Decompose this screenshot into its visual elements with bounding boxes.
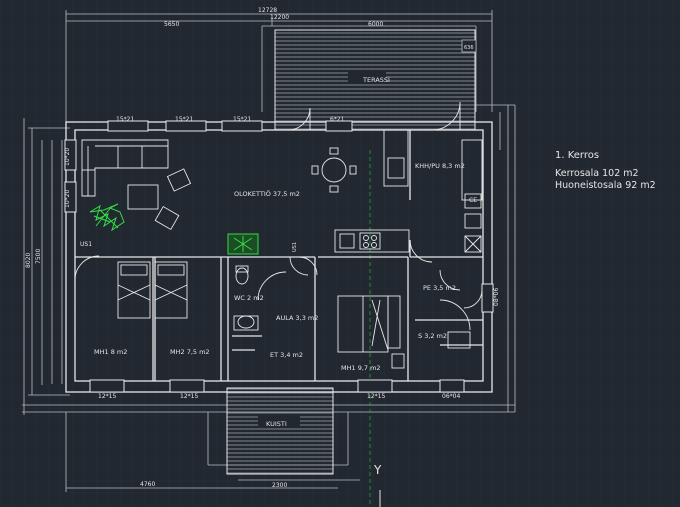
floor-area: Kerrosala 102 m2 (555, 168, 639, 179)
dim-bot-2: 2300 (272, 482, 287, 489)
room-olohuone: OLOKETTIÖ 37,5 m2 (234, 189, 300, 198)
dim-top-1: 12728 (258, 7, 277, 14)
dim-left-1: 8020 (25, 253, 32, 268)
dim-top-4: 6000 (368, 21, 383, 28)
dimension-labels: 12728 12200 5650 6000 636 8020 7500 4760… (25, 7, 474, 489)
dim-top-3: 5650 (164, 21, 179, 28)
terrace (261, 25, 477, 131)
walls (65, 121, 493, 393)
green-markup (89, 203, 259, 255)
living-area: Huoneistosala 92 m2 (555, 180, 656, 191)
room-mh1: MH1 8 m2 (94, 348, 127, 356)
room-aula: AULA 3,3 m2 (276, 314, 318, 322)
furniture (81, 129, 483, 369)
window-label-b1: 12*15 (98, 393, 116, 400)
window-label-b4: 06*04 (442, 393, 460, 400)
room-et: ET 3,4 m2 (270, 351, 303, 359)
room-mh2: MH2 7,5 m2 (170, 348, 210, 356)
dim-bot-1: 4760 (140, 481, 155, 488)
room-pe: PE 3,5 m2 (423, 284, 456, 292)
window-label-b2: 12*15 (180, 393, 198, 400)
window-label-6: 10*20 (64, 190, 71, 208)
window-label-5: 10*20 (64, 148, 71, 166)
ce-label: CE (469, 197, 477, 204)
window-label-4: 6*21 (330, 116, 345, 123)
dim-corner: 636 (464, 45, 474, 51)
window-label-3: 15*21 (233, 116, 251, 123)
room-labels: TERASSI OLOKETTIÖ 37,5 m2 KHH/PU 8,3 m2 … (94, 76, 465, 428)
window-label-b3: 12*15 (367, 393, 385, 400)
room-kuisti: KUISTI (266, 420, 287, 428)
dim-top-2: 12200 (270, 14, 289, 21)
floor-info-panel: 1. Kerros Kerrosala 102 m2 Huoneistosala… (555, 150, 656, 192)
room-s: S 3,2 m2 (418, 332, 447, 340)
window-label-1: 15*21 (116, 116, 134, 123)
room-mh3: MH1 9,7 m2 (341, 364, 381, 372)
us1-label: US1 (80, 241, 92, 248)
dimension-lines (22, 10, 516, 492)
us2-label: US1 (292, 242, 298, 252)
room-terassi: TERASSI (362, 76, 390, 84)
wall-labels: US1 US1 CE (80, 197, 477, 252)
axis-y-label: Y (373, 463, 382, 477)
window-label-r1: 08*06 (493, 288, 500, 306)
dim-left-2: 7500 (35, 249, 42, 264)
window-label-2: 15*21 (175, 116, 193, 123)
door-swings (74, 101, 483, 331)
room-wc: WC 2 m2 (234, 294, 264, 302)
room-khh: KHH/PU 8,3 m2 (415, 162, 465, 170)
window-marks (64, 120, 494, 393)
floor-title: 1. Kerros (555, 150, 600, 161)
porch (226, 387, 334, 475)
window-labels: 15*21 15*21 15*21 6*21 10*20 10*20 12*15… (64, 116, 500, 400)
